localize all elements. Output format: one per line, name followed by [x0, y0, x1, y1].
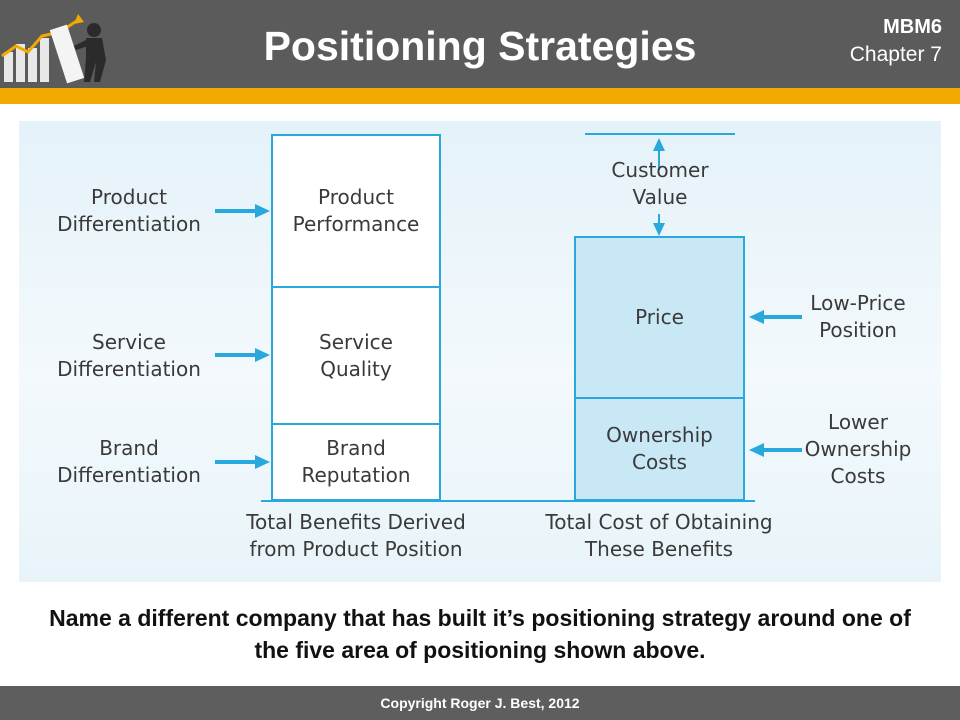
positioning-diagram: Product Differentiation Service Differen…	[19, 121, 941, 582]
caption-total-cost: Total Cost of Obtaining These Benefits	[545, 510, 773, 561]
box-product-performance: Product Performance	[271, 134, 441, 288]
product-differentiation-arrow	[215, 204, 270, 218]
box-label: Service Quality	[319, 329, 393, 381]
course-info: MBM6 Chapter 7	[822, 14, 942, 70]
header-accent-stripe	[0, 88, 960, 104]
box-label: Ownership Costs	[606, 423, 713, 474]
diagram-connectors	[215, 133, 802, 502]
service-differentiation-arrow	[215, 348, 270, 362]
header-bar: Positioning Strategies MBM6 Chapter 7	[0, 0, 960, 88]
page-title: Positioning Strategies	[263, 23, 697, 69]
box-brand-reputation: Brand Reputation	[271, 423, 441, 501]
box-ownership-costs: Ownership Costs	[574, 397, 745, 501]
chapter-label: Chapter 7	[849, 43, 942, 66]
marketing-logo-icon	[1, 14, 106, 84]
discussion-question: Name a different company that has built …	[49, 605, 911, 663]
label-service-differentiation: Service Differentiation	[57, 330, 201, 381]
box-service-quality: Service Quality	[271, 286, 441, 425]
course-code: MBM6	[883, 16, 942, 38]
customer-value-up-arrow	[653, 138, 665, 170]
box-label: Product Performance	[292, 185, 420, 236]
customer-value-down-arrow	[653, 214, 665, 236]
caption-total-benefits: Total Benefits Derived from Product Posi…	[246, 510, 466, 561]
label-customer-value: Customer Value	[611, 158, 709, 209]
footer-copyright: Copyright Roger J. Best, 2012	[0, 686, 960, 720]
low-price-position-arrow	[749, 310, 802, 324]
label-low-price-position: Low-Price Position	[810, 291, 906, 342]
label-lower-ownership-costs: Lower Ownership Costs	[804, 410, 912, 488]
brand-differentiation-arrow	[215, 455, 270, 469]
box-price: Price	[574, 236, 745, 399]
lower-ownership-costs-arrow	[749, 443, 802, 457]
box-label: Brand Reputation	[301, 436, 411, 487]
label-product-differentiation: Product Differentiation	[57, 185, 201, 236]
box-label: Price	[635, 305, 684, 329]
label-brand-differentiation: Brand Differentiation	[57, 436, 201, 487]
